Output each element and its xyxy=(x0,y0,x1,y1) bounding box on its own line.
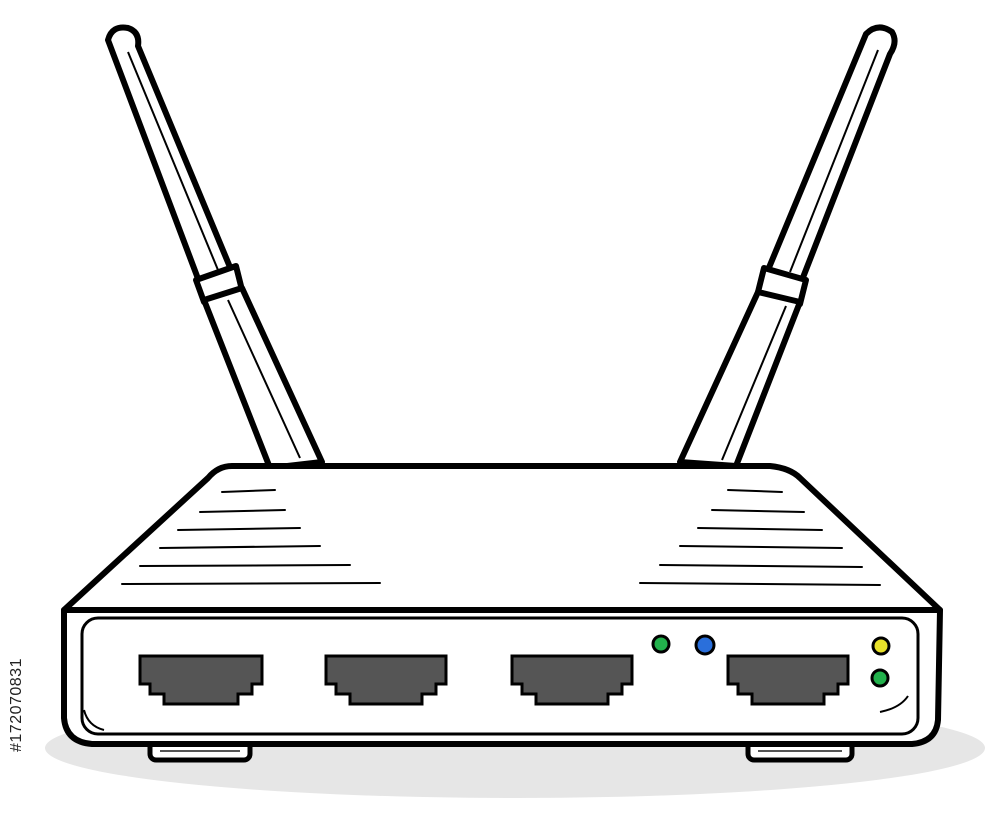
ethernet-port-3 xyxy=(510,654,634,706)
top-shading-lines xyxy=(121,489,881,586)
left-antenna xyxy=(105,24,325,471)
yellow-led xyxy=(871,636,891,656)
stock-id-label: #172070831 xyxy=(8,658,25,752)
green-led-1 xyxy=(651,634,671,654)
green-led-2 xyxy=(870,668,890,688)
front-panel-highlight xyxy=(83,695,909,731)
ethernet-port-1 xyxy=(138,654,264,706)
ethernet-port-2 xyxy=(324,654,448,706)
right-antenna xyxy=(677,24,898,469)
router-top xyxy=(61,463,943,613)
blue-led xyxy=(694,634,716,656)
ethernet-port-4 xyxy=(726,654,850,706)
